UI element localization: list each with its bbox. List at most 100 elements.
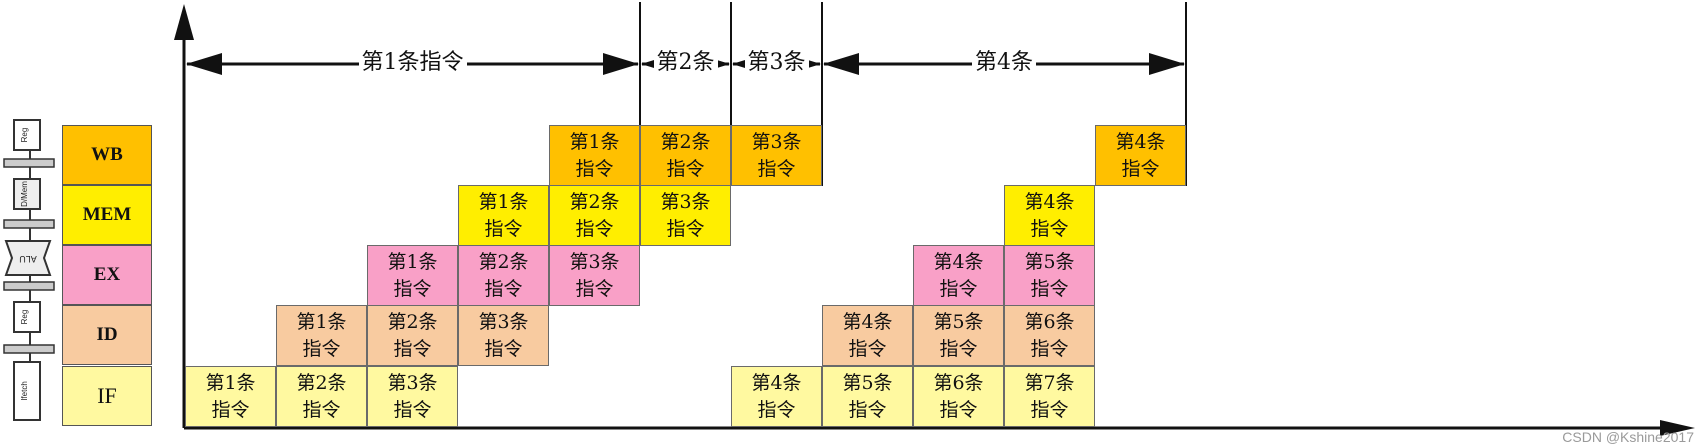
cell-text: 第4条 (933, 250, 984, 273)
y-axis-arrowhead (174, 4, 194, 40)
pipeline-cell: 第4条指令 (1004, 185, 1095, 246)
svg-text:Reg: Reg (20, 128, 29, 143)
cell-text: 指令 (848, 337, 887, 360)
span-arrowhead (186, 53, 222, 75)
cell-text: 指令 (575, 157, 614, 180)
span-label: 第4条 (972, 46, 1036, 80)
pipeline-cell: 第4条指令 (1095, 125, 1186, 186)
pipeline-cell: 第2条指令 (640, 125, 731, 186)
cell-text: 第5条 (933, 310, 984, 333)
cell-text: 指令 (1030, 217, 1069, 240)
pipeline-cell: 第4条指令 (731, 366, 822, 427)
cell-text: 第1条 (296, 310, 347, 333)
cell-text: 第2条 (569, 190, 620, 213)
pipeline-cell: 第2条指令 (367, 305, 458, 366)
cell-text: 指令 (484, 217, 523, 240)
pipeline-cell: 第3条指令 (458, 305, 549, 366)
cell-text: 第2条 (660, 130, 711, 153)
x-axis-arrowhead (1660, 420, 1695, 436)
svg-text:ALU: ALU (19, 254, 37, 264)
cell-text: 指令 (666, 157, 705, 180)
cell-text: 指令 (302, 398, 341, 421)
cell-text: 指令 (939, 277, 978, 300)
cell-text: 第1条 (387, 250, 438, 273)
cell-text: 指令 (575, 217, 614, 240)
cell-text: 指令 (1121, 157, 1160, 180)
pipeline-cell: 第7条指令 (1004, 366, 1095, 427)
stage-label-ex: EX (62, 245, 152, 305)
cell-text: 指令 (757, 157, 796, 180)
cell-text: 第3条 (660, 190, 711, 213)
cell-text: 指令 (848, 398, 887, 421)
cell-text: 指令 (1030, 398, 1069, 421)
pipeline-cell: 第4条指令 (913, 245, 1004, 306)
cell-text: 第3条 (751, 130, 802, 153)
span-label: 第2条 (653, 46, 718, 80)
cell-text: 第2条 (478, 250, 529, 273)
pipeline-cell: 第6条指令 (1004, 305, 1095, 366)
stage-label-if: IF (62, 366, 152, 426)
svg-text:Reg: Reg (20, 310, 29, 325)
span-label: 第3条 (744, 46, 809, 80)
cell-text: 指令 (393, 277, 432, 300)
pipeline-cell: 第3条指令 (549, 245, 640, 306)
pipeline-cell: 第1条指令 (458, 185, 549, 246)
cell-text: 第7条 (1024, 371, 1075, 394)
span-arrowhead (823, 53, 859, 75)
cell-text: 指令 (1030, 277, 1069, 300)
pipeline-cell: 第2条指令 (549, 185, 640, 246)
cell-text: 第1条 (569, 130, 620, 153)
cell-text: 第6条 (933, 371, 984, 394)
pipeline-cell: 第1条指令 (276, 305, 367, 366)
pipeline-cell: 第2条指令 (276, 366, 367, 427)
pipeline-cell: 第1条指令 (367, 245, 458, 306)
cell-text: 第1条 (478, 190, 529, 213)
span-arrowhead (1149, 53, 1185, 75)
cell-text: 第3条 (569, 250, 620, 273)
stage-label-id: ID (62, 305, 152, 365)
pipeline-cell: 第1条指令 (549, 125, 640, 186)
cell-text: 指令 (757, 398, 796, 421)
pipeline-cell: 第3条指令 (640, 185, 731, 246)
cell-text: 指令 (211, 398, 250, 421)
pipeline-cell: 第5条指令 (913, 305, 1004, 366)
cell-text: 指令 (666, 217, 705, 240)
pipeline-cell: 第3条指令 (367, 366, 458, 427)
pipeline-cell: 第5条指令 (1004, 245, 1095, 306)
stage-label-mem: MEM (62, 185, 152, 245)
cell-text: 指令 (939, 398, 978, 421)
cell-text: 第4条 (751, 371, 802, 394)
svg-text:Ifetch: Ifetch (20, 381, 29, 401)
pipeline-cell: 第2条指令 (458, 245, 549, 306)
cell-text: 第5条 (842, 371, 893, 394)
cell-text: 指令 (302, 337, 341, 360)
pipeline-cell: 第4条指令 (822, 305, 913, 366)
cell-text: 第3条 (387, 371, 438, 394)
cell-text: 第4条 (842, 310, 893, 333)
cell-text: 第4条 (1024, 190, 1075, 213)
cell-text: 指令 (393, 398, 432, 421)
cell-text: 指令 (575, 277, 614, 300)
cell-text: 第2条 (387, 310, 438, 333)
cell-text: 第3条 (478, 310, 529, 333)
pipeline-cell: 第6条指令 (913, 366, 1004, 427)
cell-text: 第6条 (1024, 310, 1075, 333)
cell-text: 指令 (939, 337, 978, 360)
cell-text: 指令 (484, 337, 523, 360)
cell-text: 第4条 (1115, 130, 1166, 153)
cell-text: 指令 (393, 337, 432, 360)
stage-label-wb: WB (62, 125, 152, 185)
cell-text: 指令 (1030, 337, 1069, 360)
cell-text: 第2条 (296, 371, 347, 394)
span-label: 第1条指令 (358, 46, 467, 80)
cell-text: 指令 (484, 277, 523, 300)
pipeline-datapath-icon: Reg D/Mem ALU Reg Ifetch (3, 119, 55, 421)
watermark: CSDN @Kshine2017 (1562, 429, 1694, 445)
pipeline-cell: 第3条指令 (731, 125, 822, 186)
cell-text: 第5条 (1024, 250, 1075, 273)
pipeline-cell: 第5条指令 (822, 366, 913, 427)
pipeline-cell: 第1条指令 (185, 366, 276, 427)
span-arrowhead (603, 53, 639, 75)
svg-text:D/Mem: D/Mem (20, 181, 29, 207)
